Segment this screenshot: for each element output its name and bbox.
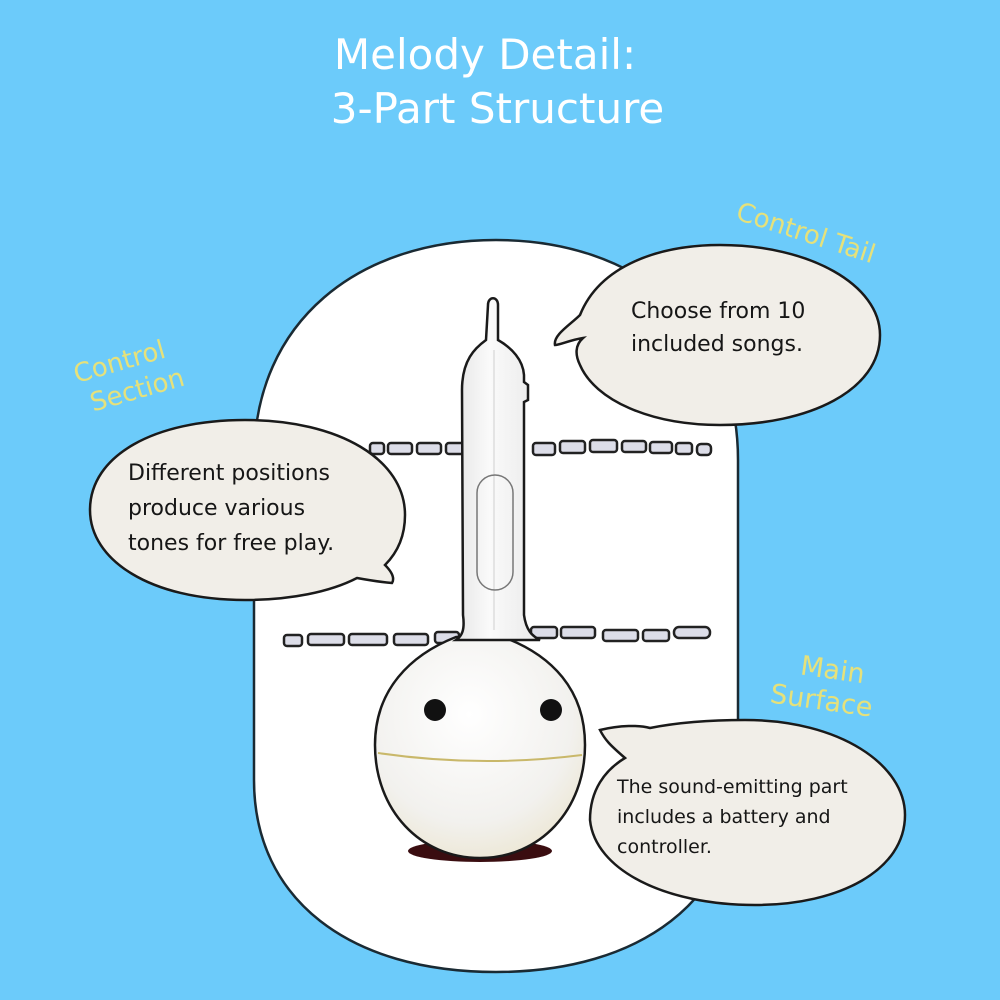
title-line-2: 3-Part Structure [330, 84, 665, 133]
bubble-text-control-section: Different positions produce various tone… [128, 461, 335, 556]
device-seam [377, 752, 583, 763]
bubble-main-surface [588, 718, 907, 907]
device-illustration [373, 297, 587, 862]
device-slider-slot [476, 474, 514, 591]
bubble-text-control-tail: Choose from 10 included songs. [631, 299, 806, 357]
title-line-1: Melody Detail: [333, 30, 637, 79]
dashed-line-bottom [282, 625, 712, 648]
bubble-control-tail [553, 243, 882, 427]
bubble-text-main-surface: The sound-emitting part includes a batte… [617, 776, 848, 858]
device-eye-left [424, 699, 446, 721]
label-main-surface: Main Surface [768, 650, 875, 724]
dashed-line-top [368, 438, 713, 457]
bubble-control-section [88, 418, 407, 602]
device-ball [373, 635, 587, 860]
device-eye-right [540, 699, 562, 721]
page-title: Melody Detail: 3-Part Structure [0, 28, 1000, 136]
